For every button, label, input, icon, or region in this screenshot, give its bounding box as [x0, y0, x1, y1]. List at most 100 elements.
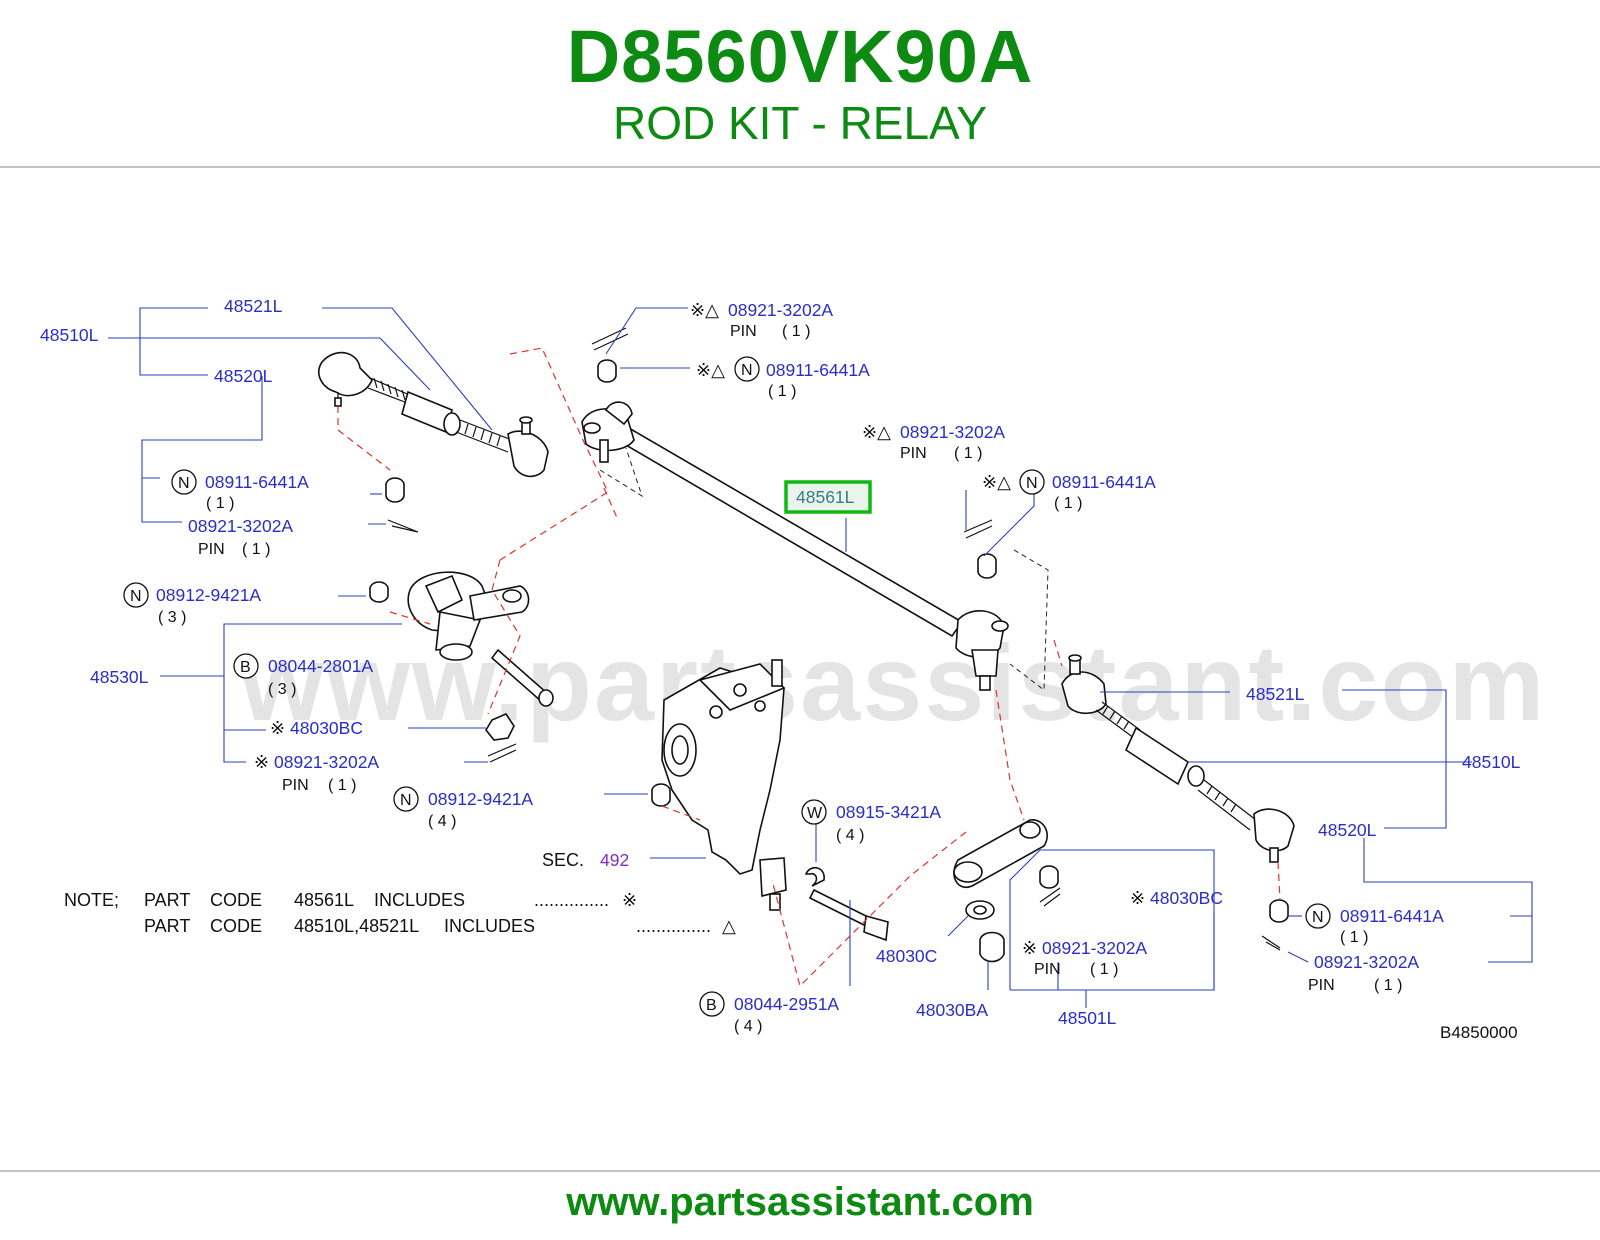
small-hardware: [385, 327, 1281, 951]
svg-text:N: N: [130, 588, 142, 605]
part-number-label[interactable]: 08912-9421A: [156, 585, 261, 605]
header-divider: [0, 166, 1600, 168]
part-number-label[interactable]: 48561L: [796, 487, 855, 507]
quantity-label: ( 4 ): [734, 1018, 762, 1035]
callout-section-ref: SEC. 492: [542, 850, 629, 870]
part-number-label[interactable]: 48520L: [1318, 820, 1377, 840]
center-relay-rod: [581, 401, 1009, 691]
steering-gear-box: [651, 659, 787, 911]
part-number-label[interactable]: 08044-2951A: [734, 994, 839, 1014]
callout-pitman-pin: ※ 08921-3202A PIN ( 1 ): [1022, 938, 1147, 978]
quantity-label: ( 1 ): [242, 541, 270, 558]
svg-text:B: B: [706, 997, 717, 1014]
part-number-label[interactable]: 48530L: [90, 667, 149, 687]
part-number-label[interactable]: 08915-3421A: [836, 802, 941, 822]
description-label: PIN: [1034, 961, 1061, 978]
leader-lines: [108, 307, 1533, 1008]
part-number-label[interactable]: 48510L: [40, 325, 99, 345]
part-number-label[interactable]: 08921-3202A: [1314, 952, 1419, 972]
highlight-box: [784, 480, 872, 514]
callout-center-rod-highlighted[interactable]: 48561L: [784, 480, 872, 514]
part-number-label[interactable]: 08911-6441A: [205, 472, 309, 492]
marker-symbol: ※△: [982, 472, 1011, 492]
quantity-label: ( 3 ): [158, 609, 186, 626]
n-mark-icon: [734, 356, 760, 382]
note-label: NOTE;: [64, 890, 119, 910]
svg-text:CODE: CODE: [210, 890, 262, 910]
part-name-title: ROD KIT - RELAY: [612, 97, 988, 149]
marker-symbol: ※: [270, 718, 285, 738]
section-label: SEC.: [542, 850, 584, 870]
callout-idler-bolt: B 08044-2801A ( 3 ): [233, 653, 373, 698]
left-tie-rod-assembly: [318, 351, 549, 478]
note-block: NOTE; PART CODE 48561L INCLUDES ........…: [64, 890, 736, 936]
description-label: PIN: [198, 541, 225, 558]
section-link[interactable]: 492: [600, 850, 629, 870]
quantity-label: ( 1 ): [1340, 929, 1368, 946]
part-number-label[interactable]: 08921-3202A: [900, 422, 1005, 442]
part-number-label[interactable]: 48501L: [1058, 1008, 1117, 1028]
n-mark-icon: [123, 582, 149, 608]
svg-text:INCLUDES: INCLUDES: [444, 916, 535, 936]
marker-symbol: △: [722, 916, 736, 936]
part-number-label[interactable]: 48521L: [224, 296, 283, 316]
marker-symbol: ※: [254, 752, 269, 772]
part-number-label[interactable]: 48030C: [876, 946, 937, 966]
part-number-label[interactable]: 08911-6441A: [766, 360, 870, 380]
part-number-label[interactable]: 08921-3202A: [274, 752, 379, 772]
w-mark-icon: [801, 799, 827, 825]
part-number-label[interactable]: 48030BC: [290, 718, 363, 738]
n-mark-icon: [1019, 469, 1045, 495]
svg-text:INCLUDES: INCLUDES: [374, 890, 465, 910]
n-mark-icon: [171, 469, 197, 495]
part-number-label[interactable]: 48520L: [214, 366, 273, 386]
callout-top-pin: ※△ 08921-3202A PIN ( 1 ): [690, 300, 833, 340]
b-mark-icon: [699, 991, 725, 1017]
callout-top-nut: ※△ N 08911-6441A ( 1 ): [696, 356, 870, 400]
part-number-label[interactable]: 08921-3202A: [1042, 938, 1147, 958]
part-number-label[interactable]: 48030BC: [1150, 888, 1223, 908]
svg-text:B: B: [240, 659, 251, 676]
callout-right-nut: N 08911-6441A ( 1 ): [1305, 903, 1444, 946]
svg-text:...............: ...............: [636, 916, 711, 936]
part-number-label[interactable]: 08911-6441A: [1052, 472, 1156, 492]
description-label: PIN: [900, 445, 927, 462]
quantity-label: ( 3 ): [268, 681, 296, 698]
svg-text:N: N: [178, 475, 190, 492]
n-mark-icon: [1305, 903, 1331, 929]
svg-text:N: N: [1312, 909, 1324, 926]
part-number-label[interactable]: 48030BA: [916, 1000, 988, 1020]
quantity-label: ( 1 ): [1054, 495, 1082, 512]
marker-symbol: ※△: [862, 422, 891, 442]
callout-left-48510L[interactable]: 48510L: [40, 325, 99, 345]
quantity-label: ( 1 ): [1090, 961, 1118, 978]
svg-text:CODE: CODE: [210, 916, 262, 936]
callout-bottom-bolt: B 08044-2951A ( 4 ): [699, 991, 839, 1035]
quantity-label: ( 4 ): [428, 813, 456, 830]
svg-text:48510L,48521L: 48510L,48521L: [294, 916, 419, 936]
part-number-label[interactable]: 08912-9421A: [428, 789, 533, 809]
quantity-label: ( 4 ): [836, 827, 864, 844]
pitman-arm-assembly: [808, 819, 1059, 963]
callout-left-pin: 08921-3202A PIN ( 1 ): [188, 516, 293, 558]
part-number-label[interactable]: 08911-6441A: [1340, 906, 1444, 926]
svg-text:N: N: [400, 792, 412, 809]
part-number-label[interactable]: 48521L: [1246, 684, 1305, 704]
marker-symbol: ※△: [690, 300, 719, 320]
footer-url[interactable]: www.partsassistant.com: [566, 1180, 1034, 1224]
right-tie-rod-assembly: [1061, 654, 1295, 923]
callout-idler-nut: N 08912-9421A ( 3 ): [123, 582, 261, 626]
part-number-label[interactable]: 48510L: [1462, 752, 1521, 772]
part-number-label[interactable]: 08044-2801A: [268, 656, 373, 676]
part-number-label[interactable]: 08921-3202A: [728, 300, 833, 320]
description-label: PIN: [1308, 977, 1335, 994]
svg-text:N: N: [1026, 475, 1038, 492]
part-code-title: D8560VK90A: [566, 15, 1034, 98]
black-guide-lines: [599, 447, 1049, 691]
callout-mid-nut: ※△ N 08911-6441A ( 1 ): [982, 469, 1156, 512]
quantity-label: ( 1 ): [328, 777, 356, 794]
part-number-label[interactable]: 08921-3202A: [188, 516, 293, 536]
marker-symbol: ※: [1022, 938, 1037, 958]
svg-text:PART: PART: [144, 916, 190, 936]
footer-divider: [0, 1170, 1600, 1172]
